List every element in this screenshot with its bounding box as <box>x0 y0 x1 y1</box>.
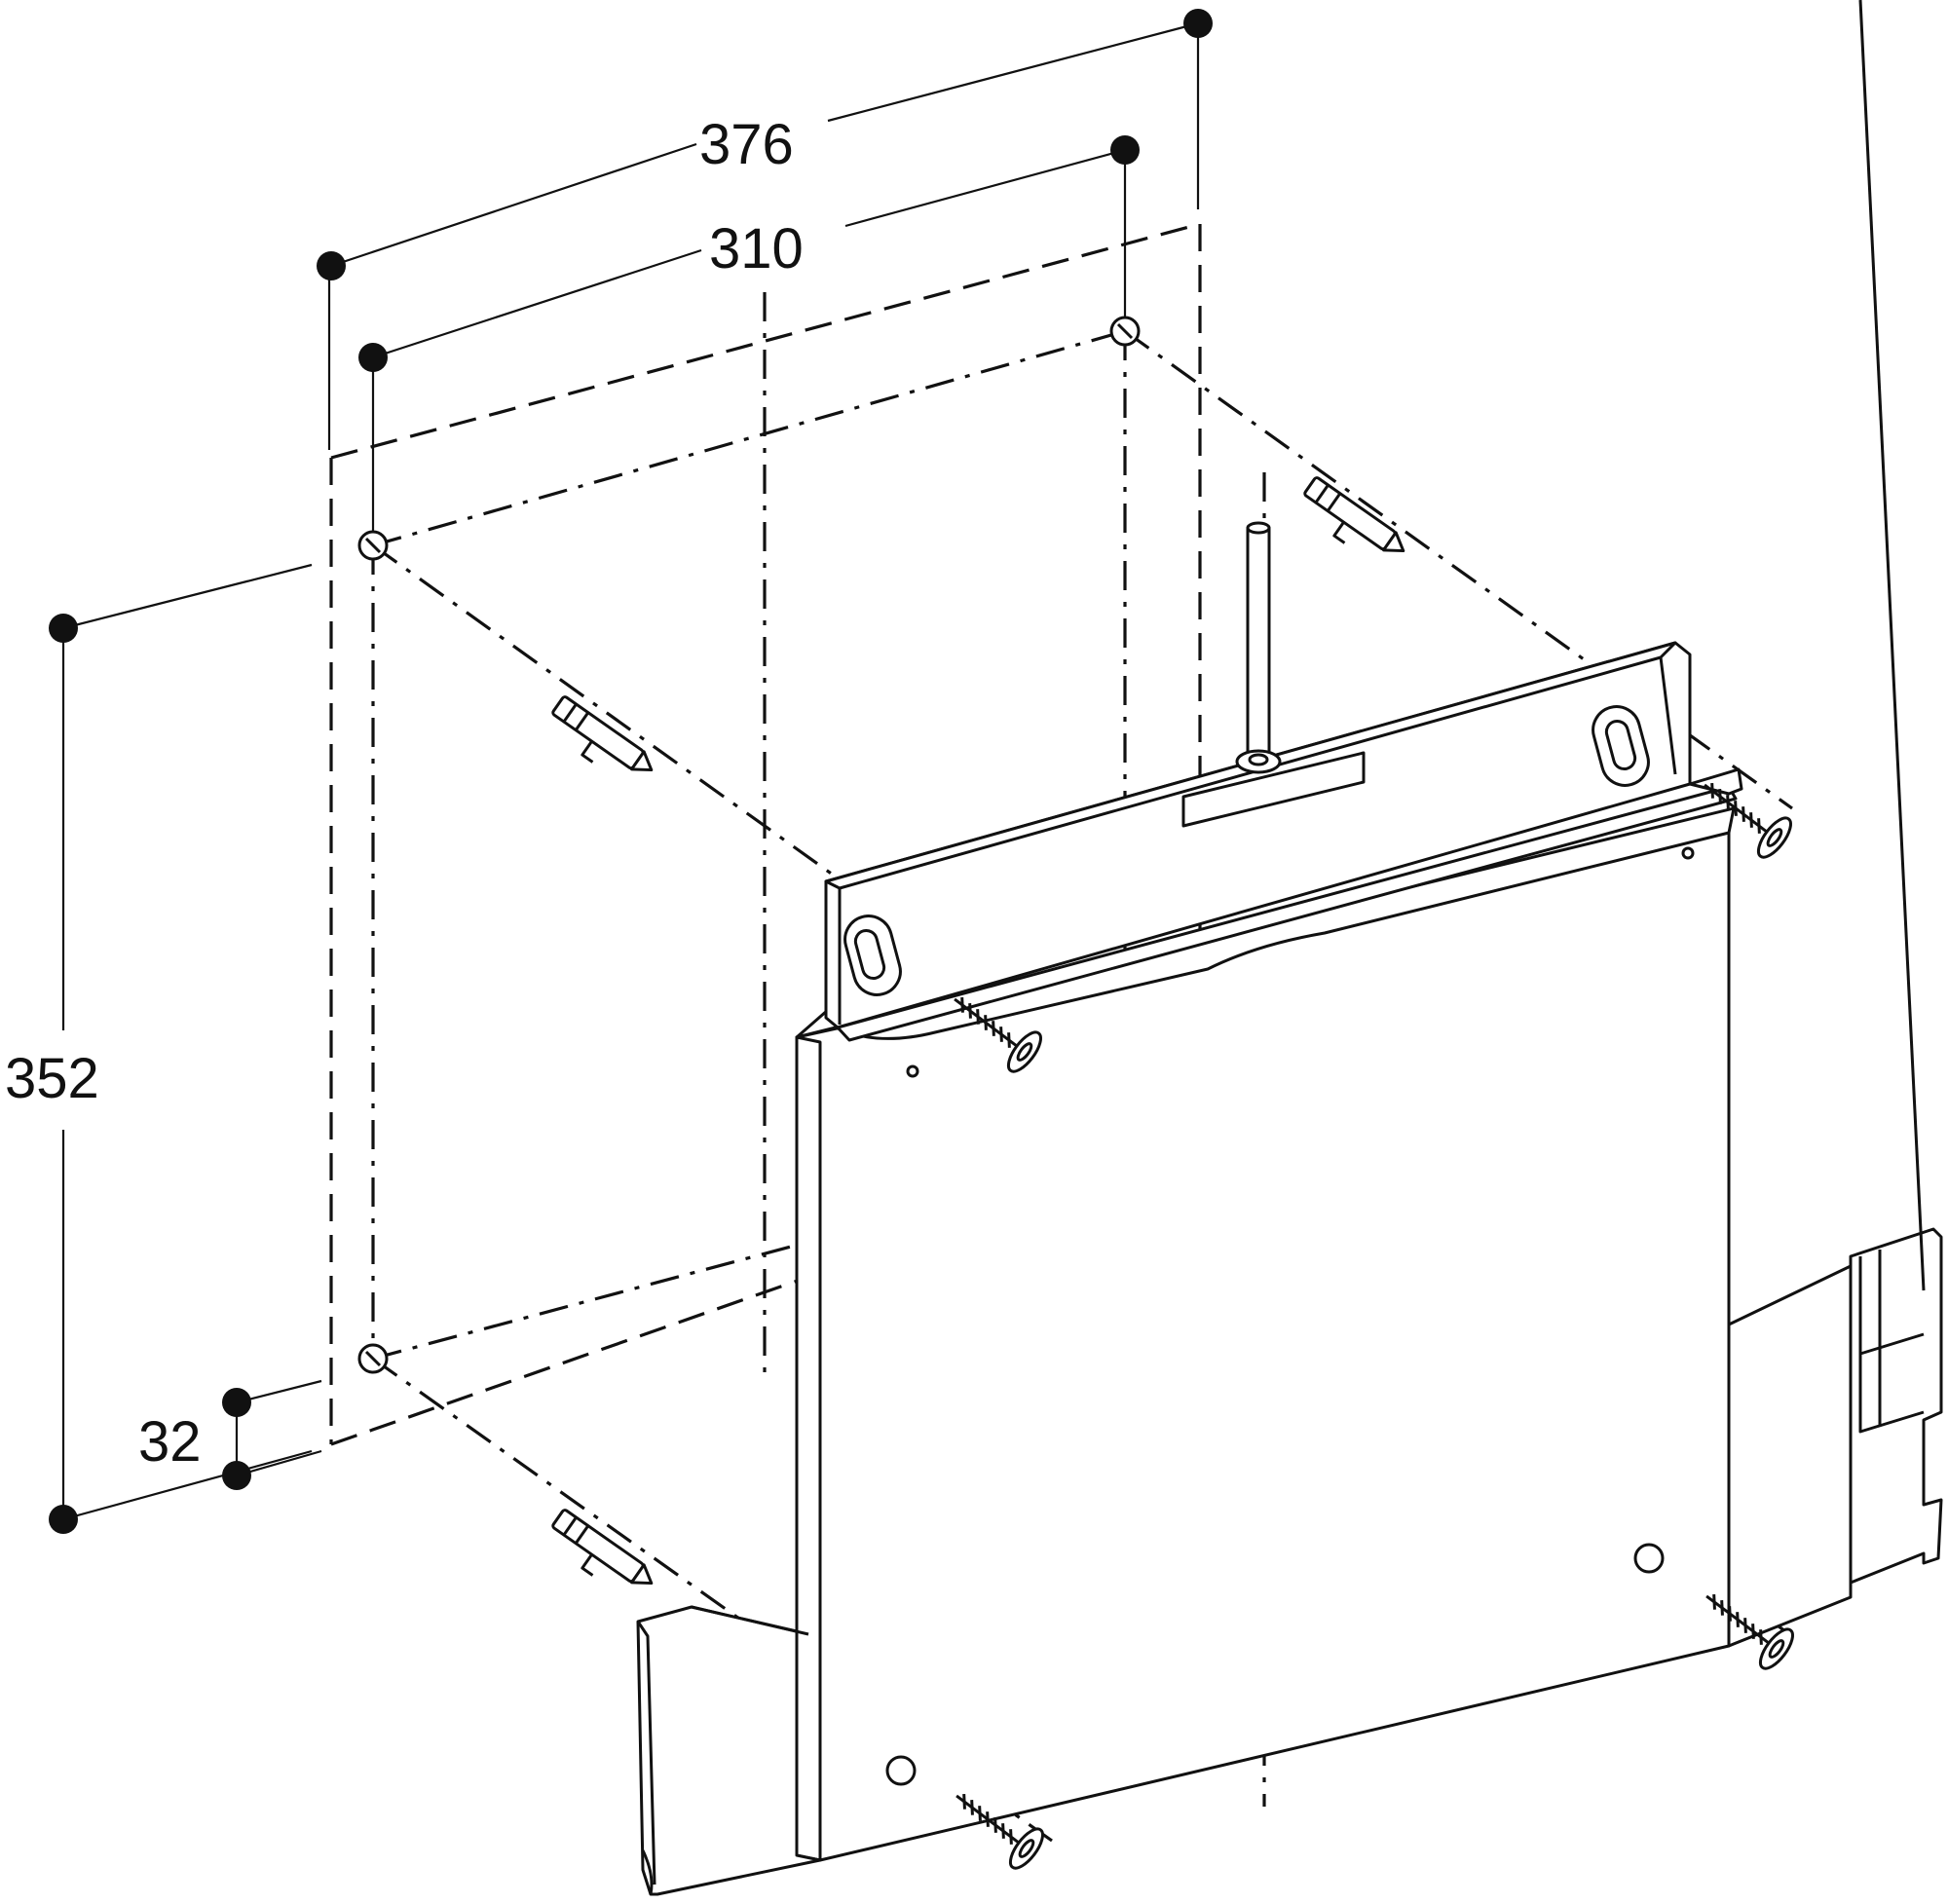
dimension-dot <box>222 1461 251 1490</box>
dimension-lines <box>61 21 1200 1521</box>
drill-hole-icon <box>1109 316 1141 347</box>
dimension-label-376: 376 <box>699 113 794 176</box>
drill-hole-icon <box>357 530 389 561</box>
slot-hole-icon <box>843 915 902 996</box>
dimension-dot <box>317 251 346 280</box>
dimension-dot <box>49 1505 78 1534</box>
slot-hole-icon <box>1592 705 1650 787</box>
dimension-label-310: 310 <box>709 217 804 280</box>
dimension-dot <box>1183 9 1213 38</box>
right-clip <box>1849 1227 1943 1585</box>
center-slot <box>1181 751 1366 828</box>
screw-icon <box>1704 783 1792 859</box>
dimension-dot <box>49 614 78 643</box>
plate-hole <box>885 1755 917 1786</box>
dimension-label-352: 352 <box>5 1047 99 1110</box>
screw-icon <box>955 1794 1044 1870</box>
dimension-dot <box>358 343 388 372</box>
dimension-dot <box>1110 135 1140 165</box>
screw-icon <box>954 997 1042 1073</box>
mounting-plate <box>636 0 1943 1896</box>
dimension-dot <box>222 1388 251 1417</box>
right-side-flange <box>1727 1264 1853 1648</box>
wall-plug-icon <box>551 1509 654 1586</box>
small-hole <box>906 1064 919 1078</box>
dimension-label-32: 32 <box>138 1410 202 1474</box>
drill-hole-icon <box>357 1343 389 1374</box>
left-bracket <box>636 1605 822 1896</box>
screw-icon <box>1705 1594 1794 1670</box>
wall-plug-icon <box>1303 476 1405 553</box>
plate-hole <box>1633 1543 1665 1574</box>
wall-plug-icon <box>551 695 654 772</box>
small-hole <box>1681 846 1695 860</box>
dimension-markers <box>49 9 1213 1534</box>
leveling-rod-icon <box>1235 521 1282 774</box>
